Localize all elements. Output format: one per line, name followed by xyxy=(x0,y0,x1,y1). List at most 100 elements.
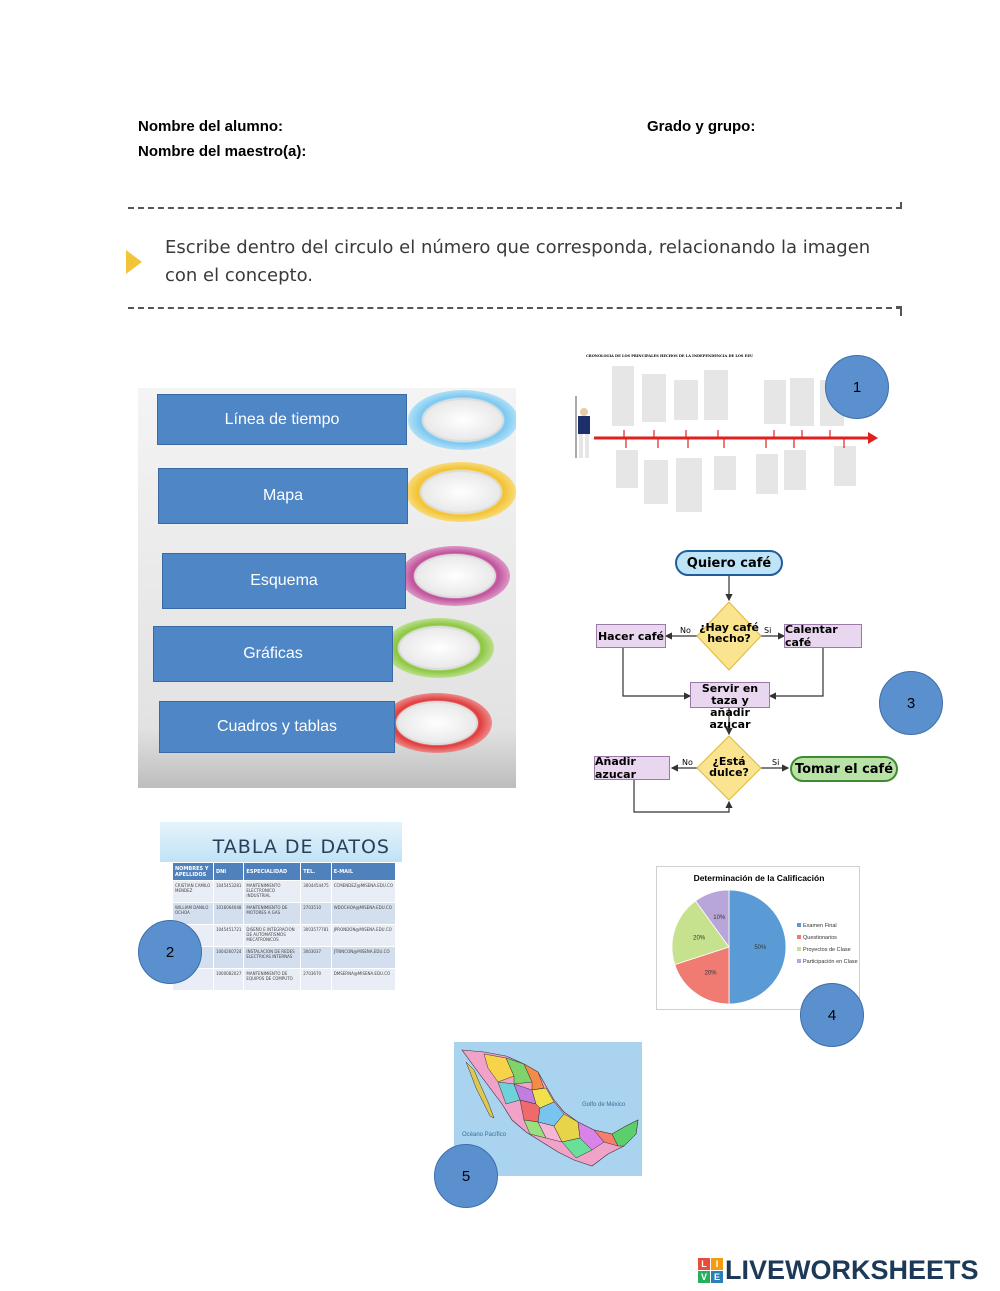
legend-label: Participación en Clase xyxy=(803,959,858,965)
divider-corner-top xyxy=(896,202,902,209)
instruction-line-2: con el concepto. xyxy=(165,265,314,286)
mexico-map-image: Golfo de México Océano Pacífico xyxy=(454,1042,642,1176)
concept-tables: Cuadros y tablas xyxy=(159,701,395,753)
pie-title: Determinación de la Calificación xyxy=(693,873,825,883)
timeline-image: CRONOLOGIA DE LOS PRINCIPALES HECHOS DE … xyxy=(572,352,878,520)
ring-icon-tables xyxy=(382,693,492,753)
grade-group-label: Grado y grupo: xyxy=(647,118,756,135)
flowchart-image: Quiero café ¿Hay café hecho? No Si Hacer… xyxy=(594,546,904,818)
table-cell: 1016064048 xyxy=(212,902,245,925)
pie-data-label: 10% xyxy=(713,915,726,921)
table-header-cell: DNI xyxy=(212,862,245,881)
table-banner: TABLA DE DATOS xyxy=(160,822,402,862)
legend-label: Examen Final xyxy=(803,923,837,929)
table-header-cell: ESPECIALIDAD xyxy=(243,862,302,881)
table-header-row: NOMBRES Y APELLIDOS DNI ESPECIALIDAD TEL… xyxy=(172,862,397,881)
table-cell: 1045451721 xyxy=(212,924,245,947)
table-cell: JTRINCON@MISENA.EDU.CO xyxy=(330,946,397,969)
pie-chart: 50% 20% 20% 10% Examen FinalQuestionariosPro… xyxy=(671,889,858,1005)
ring-icon-scheme xyxy=(400,546,510,606)
pie-data-label: 20% xyxy=(693,935,706,941)
ocean-label: Océano Pacífico xyxy=(462,1132,507,1138)
legend-swatch xyxy=(797,947,801,951)
table-cell: DMSERNA@MISENA.EDU.CO xyxy=(330,968,397,991)
dashed-divider-top xyxy=(128,207,902,209)
flow-hacer-cafe: Hacer café xyxy=(596,624,666,648)
flow-no-1: No xyxy=(680,626,691,635)
logo-text: LIVEWORKSHEETS xyxy=(725,1254,979,1285)
table-cell: 3003037 xyxy=(300,946,332,969)
answer-circle-5[interactable]: 5 xyxy=(434,1144,498,1208)
answer-circle-3[interactable]: 3 xyxy=(879,671,943,735)
flow-start: Quiero café xyxy=(675,550,783,576)
table-cell: MANTENIMIENTO DE MOTORES A GAS xyxy=(243,902,302,925)
pie-data-label: 50% xyxy=(754,945,767,951)
data-table-image: TABLA DE DATOS NOMBRES Y APELLIDOS DNI E… xyxy=(160,822,402,1002)
answer-circle-2[interactable]: 2 xyxy=(138,920,202,984)
logo-badge-letter: I xyxy=(711,1257,723,1270)
table-title: TABLA DE DATOS xyxy=(212,836,390,858)
table-cell: CCMENDEZ@MISENA.EDU.CO xyxy=(330,880,397,903)
pie-slice xyxy=(674,946,730,1005)
timeline-title: CRONOLOGIA DE LOS PRINCIPALES HECHOS DE … xyxy=(586,354,754,358)
table-cell: 1004260724 xyxy=(212,946,245,969)
concept-timeline: Línea de tiempo xyxy=(157,394,407,445)
pie-slice xyxy=(694,889,730,949)
answer-circle-4[interactable]: 4 xyxy=(800,983,864,1047)
table-cell: JPRONDON@MISENA.EDU.CO xyxy=(330,924,397,947)
pie-slice xyxy=(671,900,730,966)
table-cell: MANTENIMIENTO DE EQUIPOS DE COMPUTO xyxy=(243,968,302,991)
flow-anadir-azucar: Añadir azucar xyxy=(594,755,670,781)
flow-si-2: Si xyxy=(772,758,780,767)
ring-icon-map xyxy=(406,462,516,522)
pie-chart-image: Determinación de la Calificación 50% 20% 2… xyxy=(656,866,860,1010)
table-cell: WILLIAM DANILO OCHOA xyxy=(172,902,214,925)
student-name-label: Nombre del alumno: xyxy=(138,118,284,135)
ring-icon-timeline xyxy=(408,390,516,450)
instruction-line-1: Escribe dentro del circulo el número que… xyxy=(165,237,871,258)
logo-badge: L I V E xyxy=(698,1257,723,1283)
flow-end: Tomar el café xyxy=(790,756,898,782)
flow-servir: Servir en taza y añadir azucar xyxy=(690,682,770,731)
table-cell: WDOCHOA@MISENA.EDU.CO xyxy=(330,902,397,925)
table-cell: 1000082027 xyxy=(212,968,245,991)
table-cell: DISEÑO E INTEGRACION DE AUTOMATISMOS MEC… xyxy=(243,924,302,947)
flow-calentar-cafe: Calentar café xyxy=(784,623,862,649)
pie-slice xyxy=(728,889,787,1005)
table-cell: 2703670 xyxy=(300,968,332,991)
flow-no-2: No xyxy=(682,758,693,767)
concept-scheme: Esquema xyxy=(162,553,406,609)
table-cell: CRISTIAN CAMILO MENDEZ xyxy=(172,880,214,903)
legend-swatch xyxy=(797,959,801,963)
flow-si-1: Si xyxy=(764,626,772,635)
liveworksheets-logo: L I V E LIVEWORKSHEETS xyxy=(698,1254,979,1286)
concept-charts: Gráficas xyxy=(153,626,393,682)
divider-corner-bottom xyxy=(896,306,902,316)
logo-badge-letter: L xyxy=(698,1257,710,1270)
teacher-name-label: Nombre del maestro(a): xyxy=(138,143,307,160)
soldier-figure xyxy=(575,396,590,458)
answer-circle-1[interactable]: 1 xyxy=(825,355,889,419)
table-cell: INSTALACION DE REDES ELECTRICAS INTERNAS xyxy=(243,946,302,969)
table-header-cell: TEL. xyxy=(300,862,332,881)
legend-label: Questionarios xyxy=(803,935,837,941)
gulf-label: Golfo de México xyxy=(582,1102,626,1108)
table-cell: 3004454475 xyxy=(300,880,332,903)
mexico-map xyxy=(461,1049,639,1167)
table-cell: MANTENIMIENTO ELECTRONICO INDUSTRIAL xyxy=(243,880,302,903)
table-cell: 2703510 xyxy=(300,902,332,925)
dashed-divider-bottom xyxy=(128,307,902,309)
flowchart-connectors xyxy=(622,576,824,813)
logo-badge-letter: V xyxy=(698,1270,710,1283)
pie-data-label: 20% xyxy=(705,970,718,976)
concept-map: Mapa xyxy=(158,468,408,524)
data-table: NOMBRES Y APELLIDOS DNI ESPECIALIDAD TEL… xyxy=(172,862,397,991)
table-header-cell: E-MAIL xyxy=(330,862,397,881)
legend-label: Proyectos de Clase xyxy=(803,947,851,953)
logo-badge-letter: E xyxy=(711,1270,723,1283)
flow-decision-2: ¿Está dulce? xyxy=(709,755,749,779)
